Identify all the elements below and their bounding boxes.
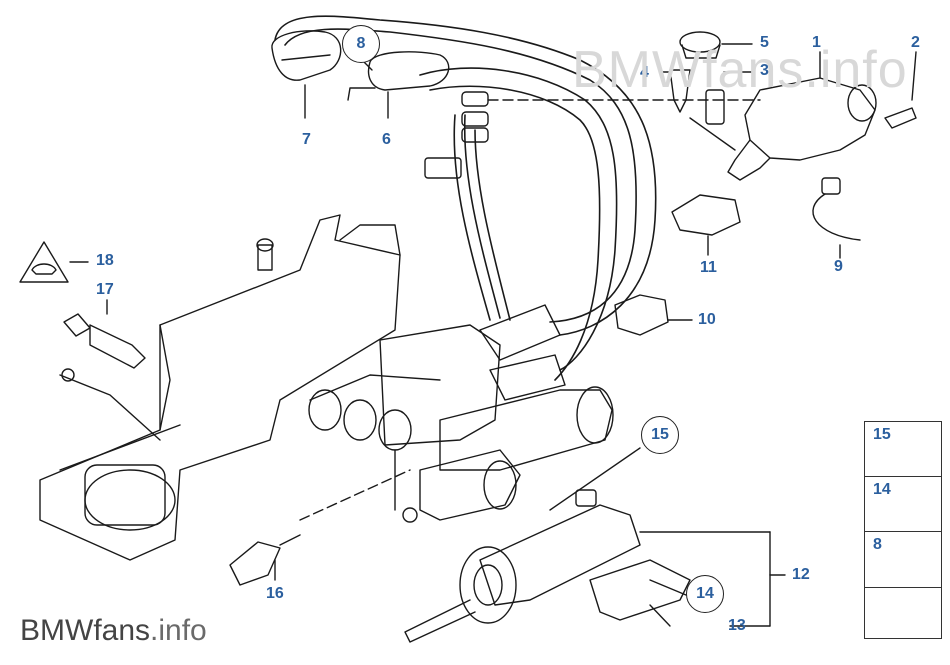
callout-2: 2 [911, 34, 920, 51]
part-18-warning-label [19, 241, 89, 283]
legend-row-15: 15 [865, 422, 941, 477]
callout-7: 7 [302, 131, 311, 148]
parts-3-4-5 [659, 31, 753, 151]
callout-6: 6 [382, 131, 391, 148]
callout-10: 10 [698, 311, 716, 328]
legend-label-14: 14 [873, 481, 891, 498]
leader-14 [649, 579, 687, 596]
hydraulic-unit [299, 304, 614, 523]
part-16-sensor [229, 534, 301, 586]
callout-17: 17 [96, 281, 114, 298]
watermark-top: BMWfans.info [572, 41, 908, 99]
watermark-suffix: .info [150, 614, 207, 647]
part-11-clip [671, 194, 741, 256]
callout-18: 18 [96, 252, 114, 269]
part-12-cylinder [404, 489, 786, 643]
fastener-legend: 15 14 8 [864, 421, 942, 639]
callout-4: 4 [640, 64, 649, 81]
part-7-cover [271, 30, 342, 119]
part-6-cover [347, 51, 450, 119]
callout-8-circled: 8 [342, 25, 380, 63]
callout-15-circled: 15 [641, 416, 679, 454]
legend-label-8: 8 [873, 536, 882, 553]
callout-11: 11 [700, 259, 717, 276]
part-1-actuator [727, 51, 917, 181]
part-9-wire [812, 177, 861, 259]
callout-13: 13 [728, 617, 746, 634]
part-10-clip [614, 294, 693, 336]
callout-3: 3 [760, 62, 769, 79]
main-bracket [39, 214, 401, 561]
callout-1: 1 [812, 34, 821, 51]
connector-plugs [424, 91, 761, 179]
callout-14-circled: 14 [686, 575, 724, 613]
part-17-sensor [63, 299, 146, 369]
callout-12: 12 [792, 566, 810, 583]
watermark-bottom: BMWfans.info [20, 614, 207, 648]
legend-label-15: 15 [873, 426, 891, 443]
callout-5: 5 [760, 34, 769, 51]
leader-15 [549, 447, 641, 511]
callout-9: 9 [834, 258, 843, 275]
watermark-brand: BMWfans [20, 614, 151, 647]
callout-16: 16 [266, 585, 284, 602]
legend-row-8: 8 [865, 532, 941, 588]
legend-row-14: 14 [865, 477, 941, 532]
